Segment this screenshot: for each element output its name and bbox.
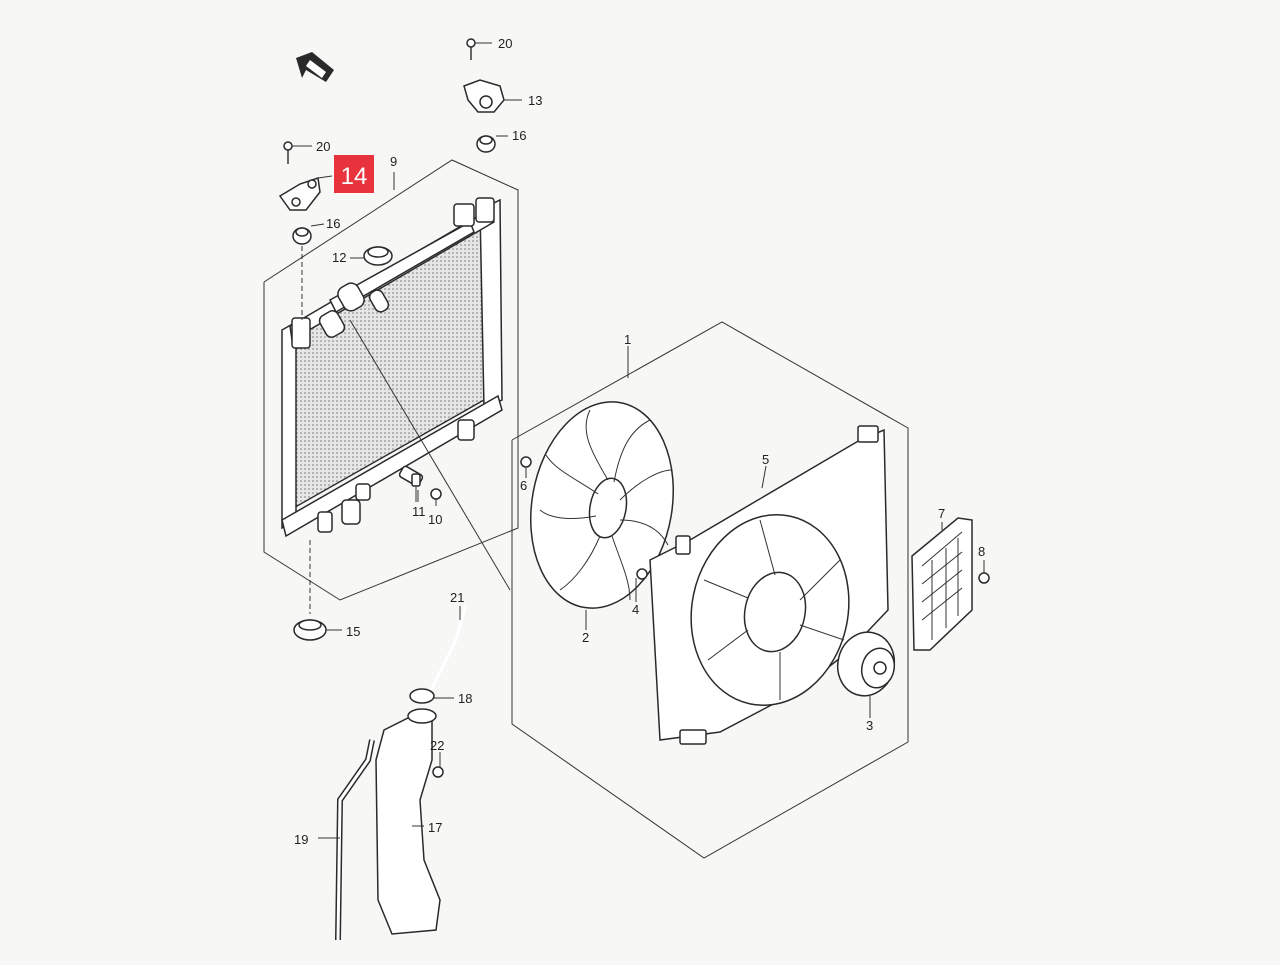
fan-blade <box>529 401 675 609</box>
callout-21: 21 <box>450 590 464 605</box>
callout-2: 2 <box>582 630 589 645</box>
callout-4: 4 <box>632 602 639 617</box>
bolt-22 <box>432 766 444 778</box>
bolt-top <box>466 38 492 60</box>
highlight-badge-label: 14 <box>341 163 368 190</box>
cushion-left <box>292 223 325 320</box>
reservoir-hose <box>335 739 375 941</box>
radiator-group-outline <box>263 159 519 601</box>
bolt-left <box>283 141 312 164</box>
front-direction-arrow-icon <box>296 52 334 82</box>
fan-motor <box>836 631 896 697</box>
callout-8: 8 <box>978 544 985 559</box>
callout-18: 18 <box>458 691 472 706</box>
callout-6: 6 <box>520 478 527 493</box>
callout-20-left: 20 <box>316 139 330 154</box>
leader-lines <box>318 172 985 839</box>
callout-1: 1 <box>624 332 631 347</box>
callout-20-top: 20 <box>498 36 512 51</box>
upper-mount-bracket <box>278 175 333 211</box>
fan-group-outline <box>511 321 909 859</box>
callout-9: 9 <box>390 154 397 169</box>
cushion-right <box>476 135 508 153</box>
callout-10: 10 <box>428 512 442 527</box>
callout-16-left: 16 <box>326 216 340 231</box>
callout-19: 19 <box>294 832 308 847</box>
callout-16-top: 16 <box>512 128 526 143</box>
drain-plug <box>411 473 442 506</box>
callout-17: 17 <box>428 820 442 835</box>
upper-mount-bracket-right <box>463 79 522 113</box>
radiator-core <box>281 197 503 538</box>
callout-5: 5 <box>762 452 769 467</box>
callout-12: 12 <box>332 250 346 265</box>
callout-15: 15 <box>346 624 360 639</box>
callout-22: 22 <box>430 738 444 753</box>
screw-8 <box>978 572 990 584</box>
callout-3: 3 <box>866 718 873 733</box>
callout-7: 7 <box>938 506 945 521</box>
reservoir-tank <box>375 708 441 935</box>
screw-4 <box>636 568 648 580</box>
motor-cover <box>911 517 973 651</box>
hose-clamp <box>409 688 435 704</box>
fan-shroud <box>649 425 889 745</box>
screw-6 <box>520 456 532 468</box>
lower-cushion <box>293 540 342 641</box>
callout-11: 11 <box>412 504 426 519</box>
overflow-hose <box>349 319 511 697</box>
callout-13: 13 <box>528 93 542 108</box>
highlight-badge-14[interactable]: 14 <box>334 155 374 193</box>
radiator-cap <box>350 246 393 266</box>
